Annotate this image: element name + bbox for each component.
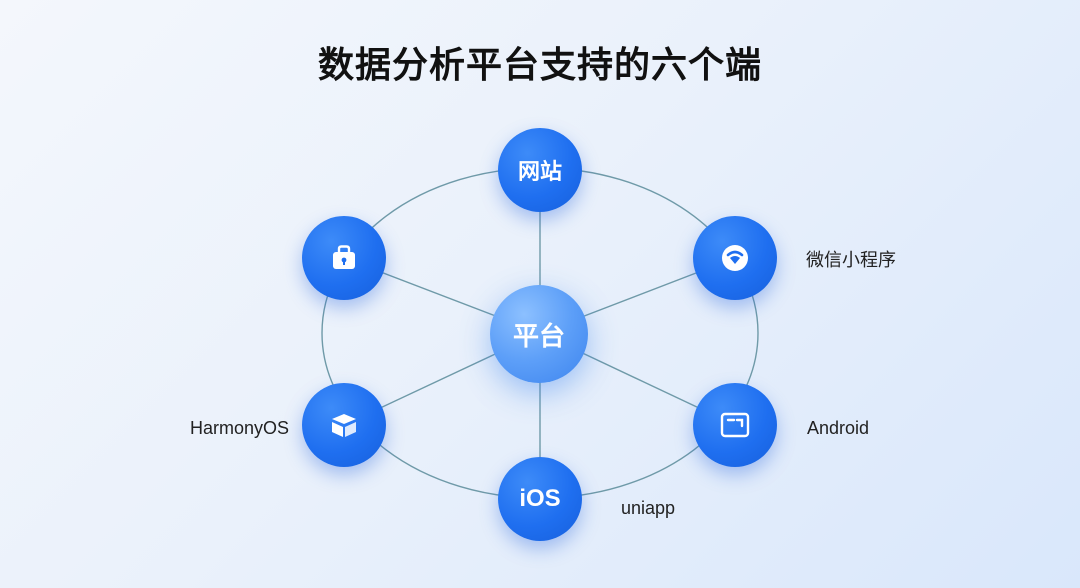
website-label: 网站 [517, 160, 562, 185]
node-android [693, 383, 777, 467]
mini-program-icon [720, 243, 750, 273]
uniapp-caption: uniapp [621, 498, 676, 518]
center-label: 平台 [512, 321, 565, 352]
miniprogram-label: 微信小程序 [806, 250, 896, 270]
node-miniprogram [693, 216, 777, 300]
center-node-platform: 平台 [490, 285, 588, 383]
node-lock [302, 216, 386, 300]
lock-icon [330, 245, 358, 271]
node-harmony [302, 383, 386, 467]
android-label: Android [807, 418, 870, 438]
harmony-label: HarmonyOS [190, 418, 290, 438]
ios-label: iOS [519, 485, 561, 512]
node-website: 网站 [498, 128, 582, 212]
android-icon [720, 412, 750, 438]
diagram-title: 数据分析平台支持的六个端 [317, 45, 762, 86]
node-ios: iOS [498, 457, 582, 541]
harmony-icon [328, 411, 360, 439]
